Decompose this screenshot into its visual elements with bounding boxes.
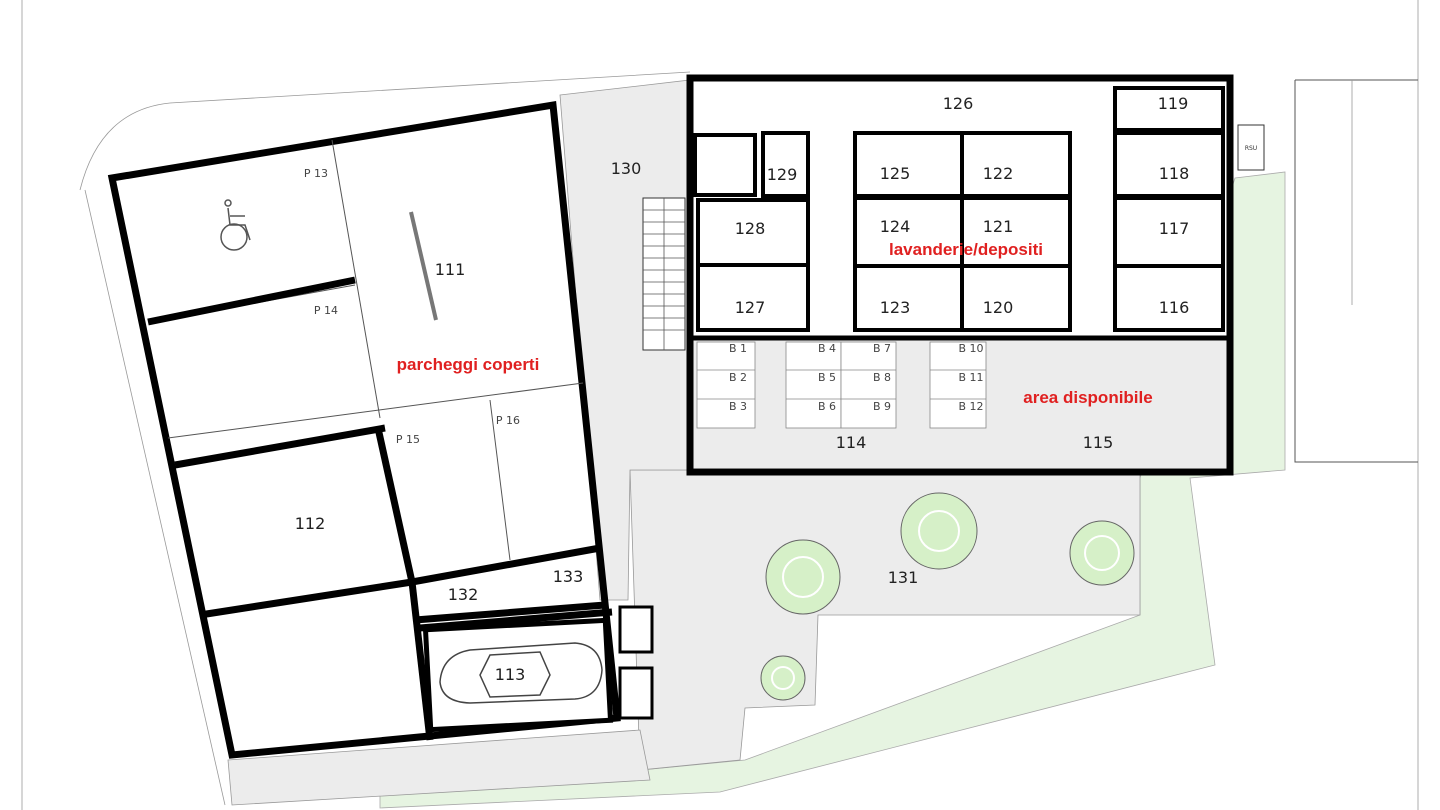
box-b4: B 4 (818, 342, 836, 355)
box-b1: B 1 (729, 342, 747, 355)
room-127: 127 (735, 298, 766, 317)
available-area-label: area disponibile (1023, 388, 1152, 407)
room-111: 111 (435, 260, 466, 279)
box-b3: B 3 (729, 400, 747, 413)
road-outline (1294, 79, 1418, 463)
tree-icon (760, 492, 1135, 701)
box-b11: B 11 (958, 371, 983, 384)
room-122: 122 (983, 164, 1014, 183)
room-118: 118 (1159, 164, 1190, 183)
room-121: 121 (983, 217, 1014, 236)
room-126: 126 (943, 94, 974, 113)
box-b6: B 6 (818, 400, 836, 413)
boundary-line (79, 71, 691, 191)
room-120: 120 (983, 298, 1014, 317)
room-124: 124 (880, 217, 911, 236)
room-113: 113 (495, 665, 526, 684)
box-b12: B 12 (958, 400, 983, 413)
room-129: 129 (767, 165, 798, 184)
room-114: 114 (836, 433, 867, 452)
room-119: 119 (1158, 94, 1189, 113)
rsu-label: RSU (1245, 145, 1257, 152)
box-b9: B 9 (873, 400, 891, 413)
box-b8: B 8 (873, 371, 891, 384)
room-123: 123 (880, 298, 911, 317)
storage-box (618, 605, 654, 654)
parking-p15: P 15 (396, 433, 420, 446)
room-112: 112 (295, 514, 326, 533)
room-115: 115 (1083, 433, 1114, 452)
covered-parking-label: parcheggi coperti (397, 355, 540, 374)
parking-p14: P 14 (314, 304, 338, 317)
room-125: 125 (880, 164, 911, 183)
rsu-box (1237, 124, 1265, 171)
room-131: 131 (888, 568, 919, 587)
wheelchair-icon (220, 199, 251, 251)
right-building (686, 74, 1234, 476)
room-128: 128 (735, 219, 766, 238)
staircase (642, 197, 686, 351)
room-132: 132 (448, 585, 479, 604)
car-icon (439, 642, 603, 704)
ramp-marker (409, 211, 438, 321)
box-b7: B 7 (873, 342, 891, 355)
room-116: 116 (1159, 298, 1190, 317)
boundary-line (84, 189, 226, 806)
room-117: 117 (1159, 219, 1190, 238)
path-lower (227, 729, 651, 806)
box-b10: B 10 (958, 342, 983, 355)
room-130: 130 (611, 159, 642, 178)
room-133: 133 (553, 567, 584, 586)
storage-box (618, 666, 654, 720)
box-b5: B 5 (818, 371, 836, 384)
box-b2: B 2 (729, 371, 747, 384)
laundry-label: lavanderie/depositi (889, 240, 1043, 259)
parking-p16: P 16 (496, 414, 520, 427)
tree-foliage (771, 510, 1120, 690)
parking-p13: P 13 (304, 167, 328, 180)
